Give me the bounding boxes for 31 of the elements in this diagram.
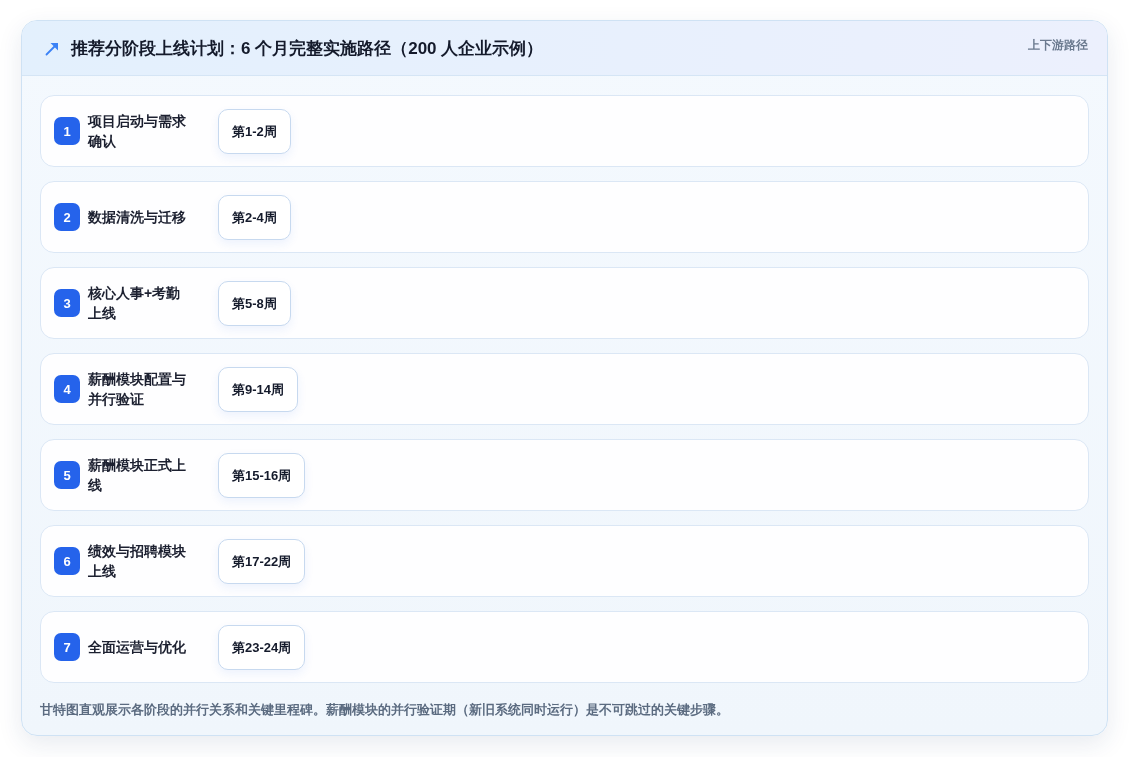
phase-title: 绩效与招聘模块上线	[88, 542, 187, 581]
week-range-tag: 第9-14周	[218, 367, 299, 412]
step-number-badge: 6	[54, 547, 80, 575]
week-range-tag: 第1-2周	[218, 109, 291, 154]
phase-row	[40, 525, 1089, 597]
step-number-badge: 3	[54, 289, 80, 317]
phase-title: 项目启动与需求确认	[88, 112, 187, 151]
caption-text: 甘特图直观展示各阶段的并行关系和关键里程碑。薪酬模块的并行验证期（新旧系统同时运行）是不可跳过的关键步骤。	[40, 702, 729, 718]
header-note: 上下游路径	[1028, 37, 1088, 53]
step-number-badge: 5	[54, 461, 80, 489]
phase-row	[40, 611, 1089, 683]
week-range-tag: 第15-16周	[218, 453, 306, 498]
phase-row	[40, 95, 1089, 167]
week-range-tag: 第23-24周	[218, 625, 306, 670]
phase-title: 薪酬模块正式上线	[88, 456, 187, 495]
phase-row	[40, 353, 1089, 425]
phase-row	[40, 181, 1089, 253]
step-number-badge: 4	[54, 375, 80, 403]
week-range-tag: 第5-8周	[218, 281, 291, 326]
phase-row	[40, 439, 1089, 511]
phase-title: 薪酬模块配置与并行验证	[88, 370, 187, 409]
step-number-badge: 2	[54, 203, 80, 231]
phase-row	[40, 267, 1089, 339]
week-range-tag: 第17-22周	[218, 539, 306, 584]
panel-title: 推荐分阶段上线计划：6 个月完整实施路径（200 人企业示例）	[71, 38, 544, 60]
step-number-badge: 7	[54, 633, 80, 661]
phase-title: 数据清洗与迁移	[88, 208, 187, 227]
week-range-tag: 第2-4周	[218, 195, 291, 240]
phase-title: 全面运营与优化	[88, 638, 187, 657]
phase-title: 核心人事+考勤上线	[88, 284, 182, 323]
step-number-badge: 1	[54, 117, 80, 145]
